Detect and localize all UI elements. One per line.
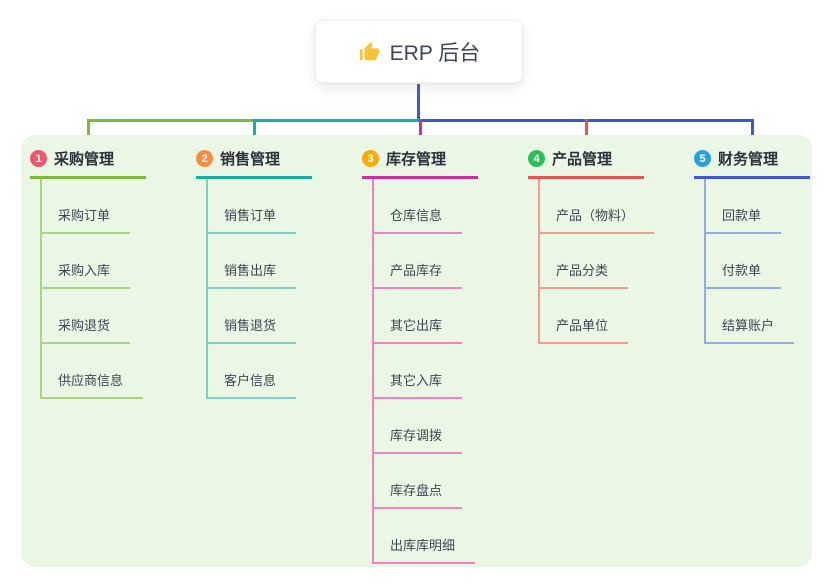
child-node-row: 付款单 xyxy=(704,234,810,289)
root-node[interactable]: ERP 后台 xyxy=(315,20,523,83)
mindmap-child-node[interactable]: 采购退货 xyxy=(40,315,131,344)
mindmap-child-node[interactable]: 库存盘点 xyxy=(372,480,463,509)
branch-number-badge: 2 xyxy=(196,150,213,167)
child-trunk-line xyxy=(206,179,208,399)
branch-3-header[interactable]: 3 库存管理 xyxy=(362,148,478,179)
thumbs-up-icon xyxy=(358,41,380,63)
branch-4: 4 产品管理产品（物料） 产品分类产品单位 xyxy=(528,148,655,567)
branch-children: 产品（物料） 产品分类产品单位 xyxy=(538,179,655,344)
mindmap-child-node[interactable]: 产品（物料） xyxy=(538,205,655,234)
mindmap-child-node[interactable]: 产品分类 xyxy=(538,260,629,289)
branch-5-header[interactable]: 5 财务管理 xyxy=(694,148,810,179)
child-node-row: 产品（物料） xyxy=(538,179,655,234)
child-node-row: 销售订单 xyxy=(206,179,312,234)
child-node-row: 库存盘点 xyxy=(372,454,478,509)
mindmap-child-node[interactable]: 销售退货 xyxy=(206,315,297,344)
child-node-row: 供应商信息 xyxy=(40,344,146,399)
root-title: ERP 后台 xyxy=(389,41,481,65)
connector-rail-segment xyxy=(87,119,255,122)
mindmap-child-node[interactable]: 回款单 xyxy=(704,205,782,234)
branch-children: 回款单付款单结算账户 xyxy=(704,179,810,344)
mindmap-child-node[interactable]: 结算账户 xyxy=(704,315,795,344)
branch-label: 采购管理 xyxy=(54,151,115,168)
branch-children: 仓库信息产品库存其它出库其它入库库存调拨库存盘点出库库明细 xyxy=(372,179,478,564)
child-node-row: 采购订单 xyxy=(40,179,146,234)
child-node-row: 产品分类 xyxy=(538,234,644,289)
child-trunk-line xyxy=(372,179,374,564)
connector-rail-segment xyxy=(253,119,421,122)
child-node-row: 采购退货 xyxy=(40,289,146,344)
branch-number-badge: 1 xyxy=(30,150,47,167)
branch-1-header[interactable]: 1 采购管理 xyxy=(30,148,146,179)
mindmap-child-node[interactable]: 仓库信息 xyxy=(372,205,463,234)
mindmap-panel: 1 采购管理采购订单采购入库采购退货供应商信息 2 销售管理销售订单销售出库销售退货客… xyxy=(21,135,812,567)
child-trunk-line xyxy=(40,179,42,399)
branch-number-badge: 3 xyxy=(362,150,379,167)
branch-2: 2 销售管理销售订单销售出库销售退货客户信息 xyxy=(196,148,312,567)
child-trunk-line xyxy=(704,179,706,344)
child-node-row: 结算账户 xyxy=(704,289,810,344)
root-connector-line xyxy=(417,84,420,119)
child-node-row: 仓库信息 xyxy=(372,179,478,234)
mindmap-child-node[interactable]: 其它入库 xyxy=(372,370,463,399)
mindmap-child-node[interactable]: 采购订单 xyxy=(40,205,131,234)
branch-2-header[interactable]: 2 销售管理 xyxy=(196,148,312,179)
mindmap-child-node[interactable]: 其它出库 xyxy=(372,315,463,344)
mindmap-child-node[interactable]: 产品单位 xyxy=(538,315,629,344)
connector-drop-branch-4 xyxy=(585,119,588,147)
branch-4-header[interactable]: 4 产品管理 xyxy=(528,148,644,179)
mindmap-child-node[interactable]: 销售订单 xyxy=(206,205,297,234)
child-node-row: 其它入库 xyxy=(372,344,478,399)
branch-5: 5 财务管理回款单付款单结算账户 xyxy=(694,148,810,567)
mindmap-child-node[interactable]: 采购入库 xyxy=(40,260,131,289)
branch-children: 销售订单销售出库销售退货客户信息 xyxy=(206,179,312,399)
connector-drop-branch-3 xyxy=(419,119,422,147)
child-node-row: 产品库存 xyxy=(372,234,478,289)
mindmap-child-node[interactable]: 销售出库 xyxy=(206,260,297,289)
child-node-row: 采购入库 xyxy=(40,234,146,289)
child-node-row: 销售出库 xyxy=(206,234,312,289)
child-node-row: 其它出库 xyxy=(372,289,478,344)
branch-label: 库存管理 xyxy=(386,151,447,168)
connector-drop-branch-1 xyxy=(87,119,90,147)
branch-number-badge: 5 xyxy=(694,150,711,167)
child-node-row: 库存调拨 xyxy=(372,399,478,454)
child-node-row: 回款单 xyxy=(704,179,810,234)
mindmap-child-node[interactable]: 库存调拨 xyxy=(372,425,463,454)
mindmap-child-node[interactable]: 产品库存 xyxy=(372,260,463,289)
mindmap-child-node[interactable]: 付款单 xyxy=(704,260,782,289)
branch-3: 3 库存管理仓库信息产品库存其它出库其它入库库存调拨库存盘点出库库明细 xyxy=(362,148,478,567)
branch-children: 采购订单采购入库采购退货供应商信息 xyxy=(40,179,146,399)
connector-drop-branch-2 xyxy=(253,119,256,147)
child-trunk-line xyxy=(538,179,540,344)
connector-drop-branch-5 xyxy=(751,119,754,147)
child-node-row: 客户信息 xyxy=(206,344,312,399)
mindmap-child-node[interactable]: 供应商信息 xyxy=(40,370,144,399)
branch-number-badge: 4 xyxy=(528,150,545,167)
branch-1: 1 采购管理采购订单采购入库采购退货供应商信息 xyxy=(30,148,146,567)
mindmap-child-node[interactable]: 客户信息 xyxy=(206,370,297,399)
mindmap-child-node[interactable]: 出库库明细 xyxy=(372,535,476,564)
child-node-row: 销售退货 xyxy=(206,289,312,344)
branch-label: 销售管理 xyxy=(220,151,281,168)
child-node-row: 出库库明细 xyxy=(372,509,478,564)
branch-label: 产品管理 xyxy=(552,151,613,168)
branch-label: 财务管理 xyxy=(718,151,779,168)
child-node-row: 产品单位 xyxy=(538,289,644,344)
